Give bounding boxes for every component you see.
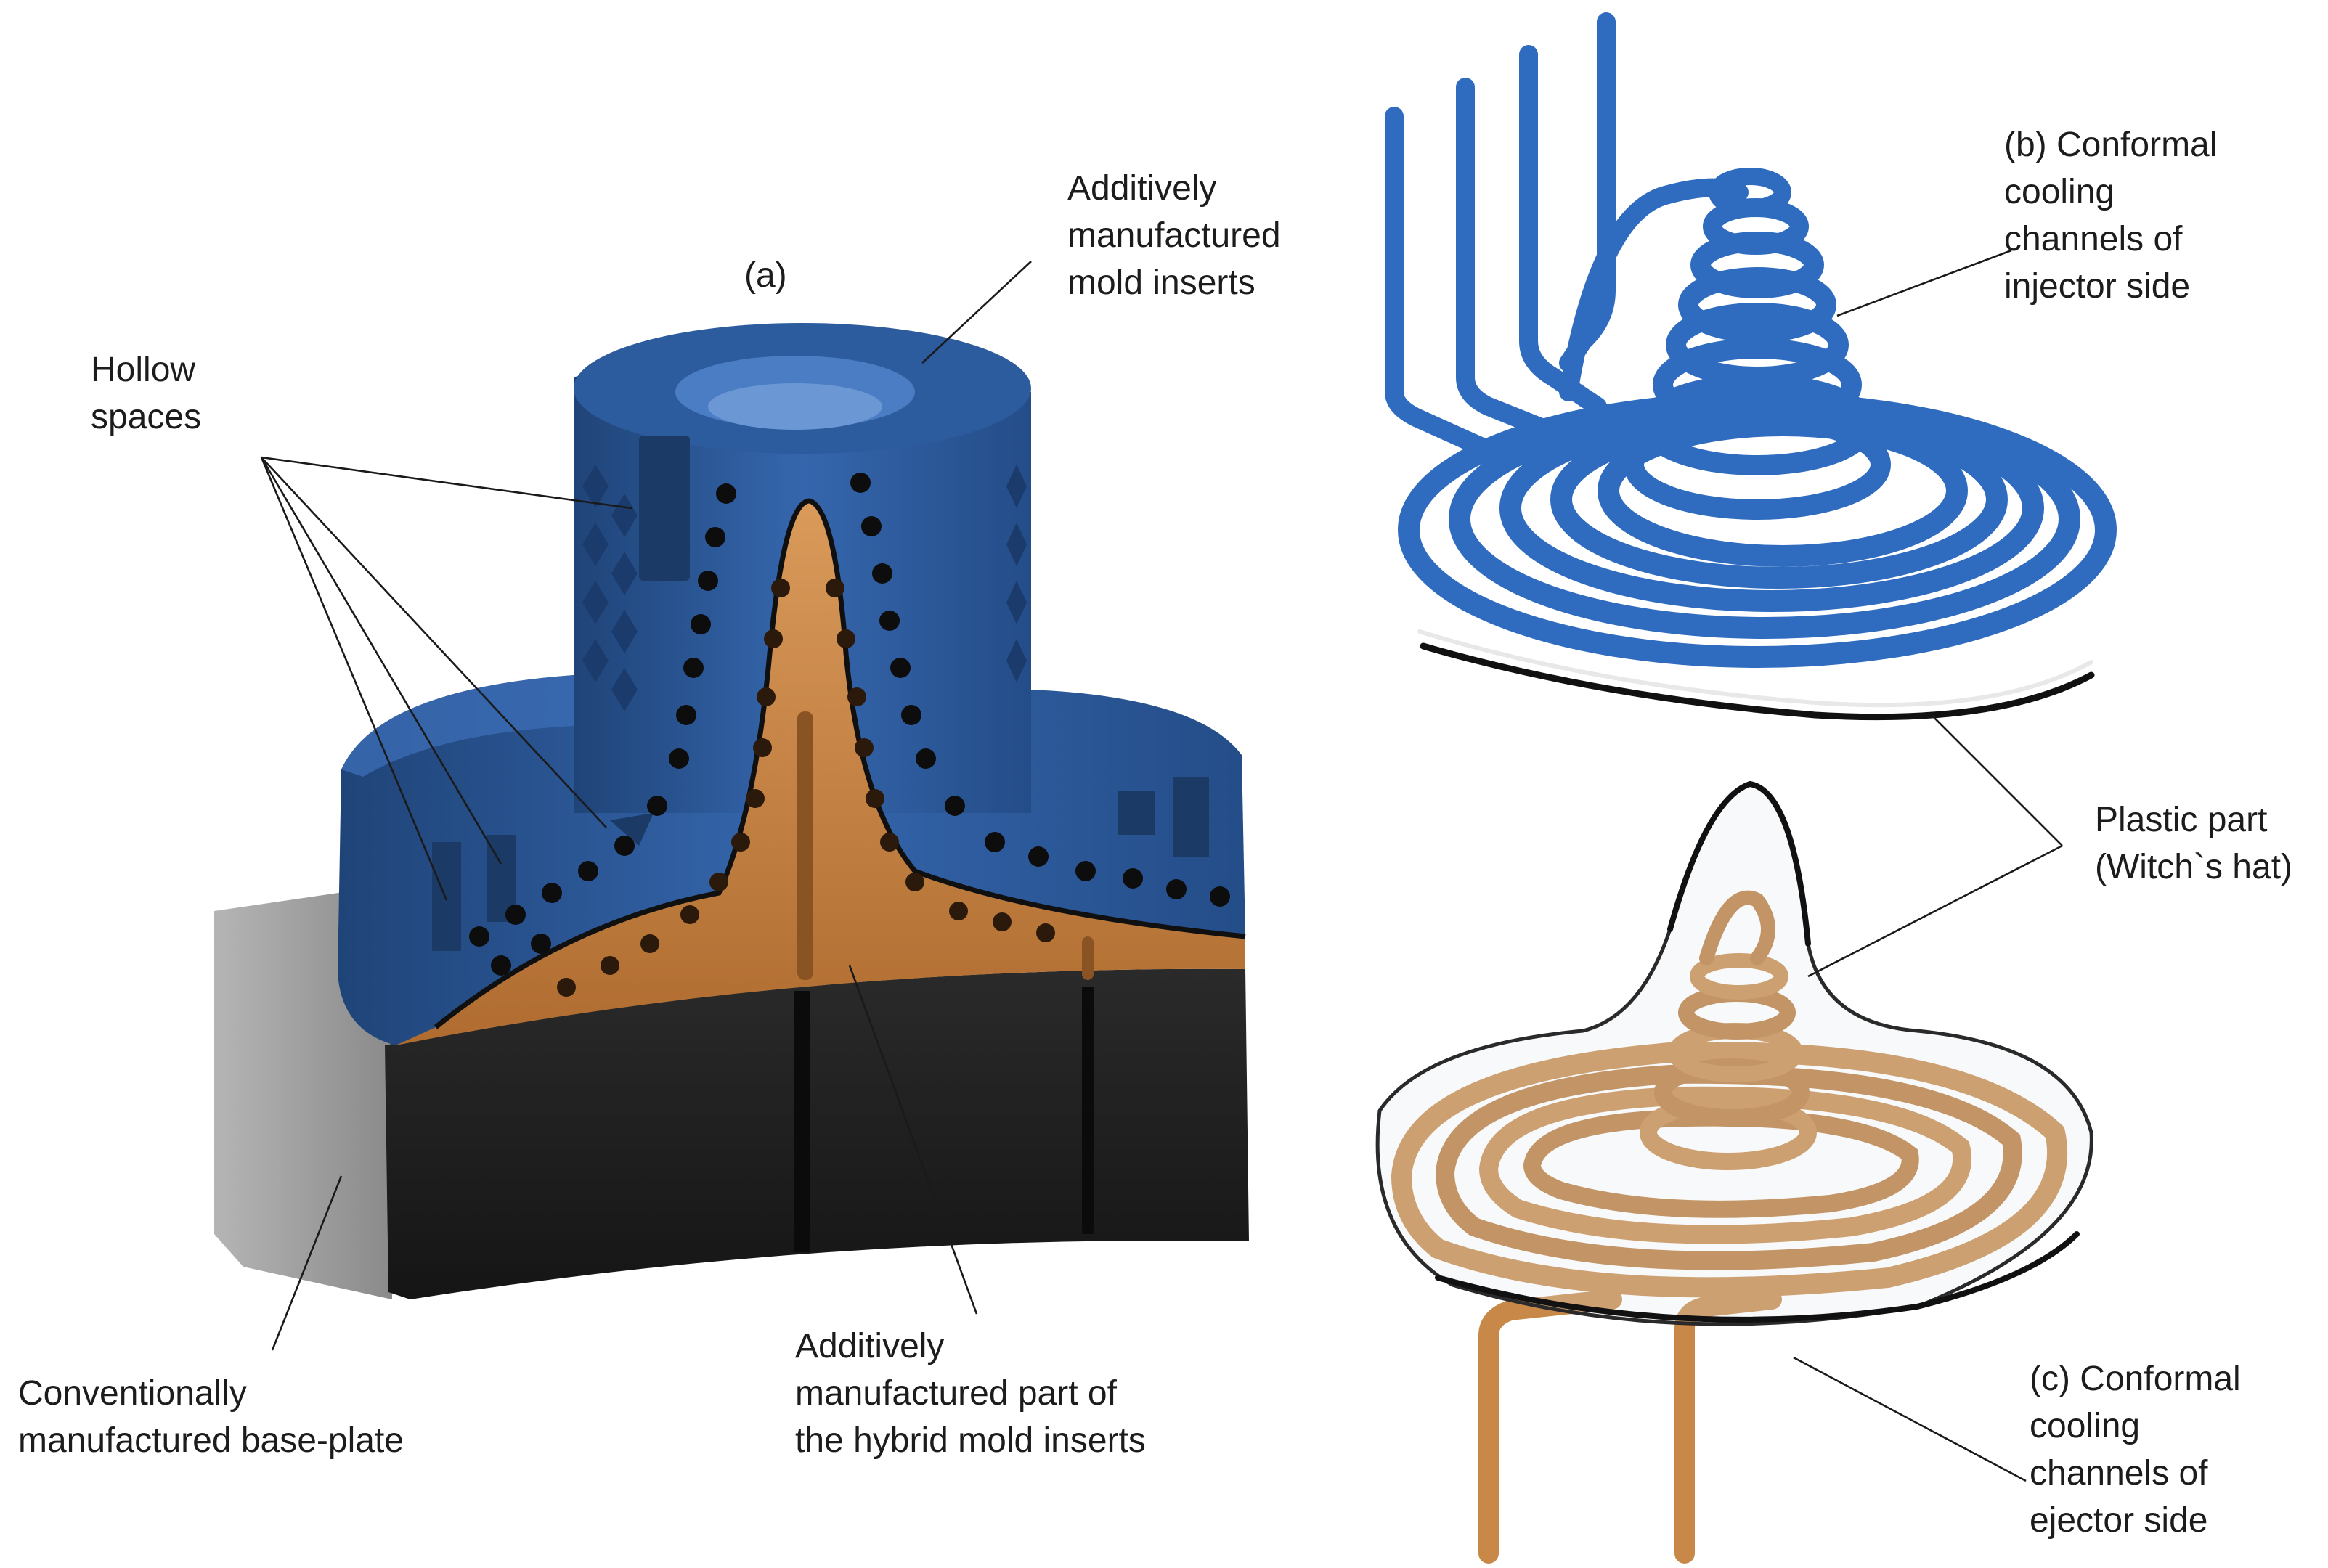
base-slit: [794, 991, 810, 1252]
core-slot: [797, 711, 813, 980]
witchs-hat-plastic-part: [1375, 782, 2093, 1326]
witchs-hat-rim: [1435, 1231, 2080, 1323]
label-base-plate: Conventionally manufactured base-plate: [18, 1374, 404, 1460]
blue-cone-loop: [1653, 338, 1862, 431]
copper-base-loop: [1523, 1108, 1919, 1218]
plastic-part-outline-b-white: [1417, 629, 2093, 708]
witchs-hat-tip-outline: [1667, 780, 1811, 947]
copper-base-loop: [1391, 1042, 2068, 1298]
core-slot: [1082, 936, 1094, 980]
label-panel-b: (b) Conformal cooling channels of inject…: [2004, 126, 2227, 306]
base-slit: [1082, 987, 1094, 1234]
label-plastic-part: Plastic part (Witch`s hat): [2095, 801, 2292, 886]
mold-cylinder-recess: [708, 383, 882, 430]
leader-lines: [260, 249, 2063, 1482]
label-am-mold-inserts: Additively manufactured mold inserts: [1067, 169, 1290, 302]
blue-feed-arc: [1559, 178, 1749, 401]
cooling-holes-blue: [469, 473, 1230, 976]
am-copper-core: [396, 501, 1245, 1045]
base-plate-black: [385, 968, 1249, 1299]
blue-cone-loop: [1678, 267, 1836, 343]
plastic-part-outline-b: [1420, 642, 2095, 721]
copper-base-loop: [1435, 1064, 2022, 1270]
label-hollow-spaces: Hollow spaces: [91, 351, 205, 436]
panel-b-blue-channels: [1385, 12, 2117, 721]
blue-inlet-pipe: [1456, 78, 1571, 445]
cooling-holes-copper: [557, 579, 1055, 997]
label-panel-c: (c) Conformal cooling channels of ejecto…: [2030, 1360, 2250, 1540]
panel-c-copper-channels: [1375, 780, 2093, 1564]
copper-outlet-leg: [1478, 1289, 1622, 1346]
label-am-part-hybrid: Additively manufactured part of the hybr…: [795, 1327, 1146, 1460]
lattice-pattern: [582, 465, 1027, 711]
blue-inlet-pipe: [1519, 45, 1607, 416]
blue-cone-loop: [1666, 303, 1849, 387]
copper-cone-loop: [1690, 953, 1788, 1000]
core-seam: [434, 498, 1246, 1029]
blue-inlet-pipe: [1385, 107, 1498, 460]
labels: (a) Hollow spaces Additively manufacture…: [18, 126, 2292, 1540]
copper-cone-top: [1699, 890, 1775, 965]
panel-a-caption: (a): [744, 256, 787, 295]
mold-lower-top: [341, 675, 574, 777]
copper-cone-loop: [1640, 1095, 1817, 1170]
copper-base-loop: [1478, 1086, 1972, 1244]
panel-a-mold-insert: [214, 323, 1249, 1299]
